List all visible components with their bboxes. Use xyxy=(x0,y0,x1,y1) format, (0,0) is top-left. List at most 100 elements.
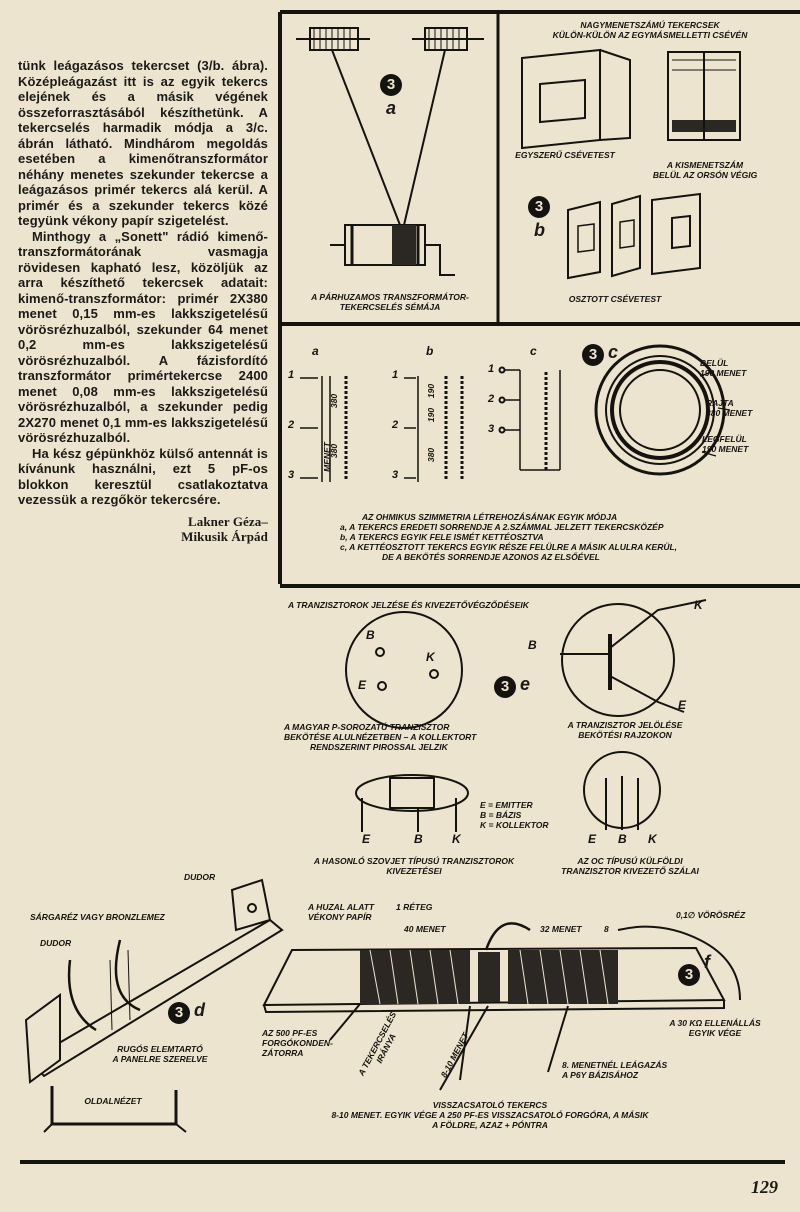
fig3e-symbol-caption: A TRANZISZTOR JELÖLÉSE BEKÖTÉSI RAJZOKON xyxy=(550,720,700,740)
fig3a-number: 3 xyxy=(380,74,402,96)
fig3e-symbol-k: K xyxy=(694,598,703,612)
fig3c-caption-line-3: b, A TEKERCS EGYIK FELE ISMÉT KETTÉOSZTV… xyxy=(340,532,544,542)
fig3e-hungarian: A MAGYAR P-SOROZATÚ TRANZISZTOR BEKÖTÉSE… xyxy=(284,722,476,752)
fig3a-letter: a xyxy=(386,98,397,118)
fig3f-resistor-line-1: A 30 KΩ ELLENÁLLÁS xyxy=(669,1018,761,1028)
fig3c-ring-middle-line-2: 380 MENET xyxy=(706,408,753,418)
fig3f-paper-line-1: A HUZAL ALATT xyxy=(308,902,375,912)
fig3c-col-b: b xyxy=(426,344,434,358)
fig3e-foreign-line-1: AZ OC TÍPUSÚ KÜLFÖLDI xyxy=(577,856,683,866)
fig3c-caption-line-1: AZ OHMIKUS SZIMMETRIA LÉTREHOZÁSÁNAK EGY… xyxy=(362,512,618,522)
page-number: 129 xyxy=(751,1177,778,1197)
fig3b-simple-label: EGYSZERŰ CSÉVETEST xyxy=(515,150,615,160)
fig3c-caption-line-2: a, A TEKERCS EREDETI SORRENDJE A 2.SZÁMM… xyxy=(340,522,664,532)
fig3e-symbol-b: B xyxy=(528,638,537,652)
fig3e-legend-collector: K = KOLLEKTOR xyxy=(480,820,549,830)
fig3c-number: 3 xyxy=(582,344,604,366)
fig3f-number: 3 xyxy=(678,964,700,986)
author-2: Mikusik Árpád xyxy=(181,529,268,544)
article-paragraph-2: Minthogy a „Sonett" rádió kimenő-transzf… xyxy=(18,228,268,446)
fig3e-foreign-line-2: TRANZISZTOR KIVEZETŐ SZÁLAI xyxy=(561,866,699,876)
fig3c-col-c: c xyxy=(530,344,537,358)
fig3e-hungarian-line-3: RENDSZERINT PIROSSAL JELZIK xyxy=(310,742,448,752)
fig3f-40-turns: 40 MENET xyxy=(404,924,446,934)
fig3e-legend-base: B = BÁZIS xyxy=(480,810,522,820)
fig3e-soviet-k: K xyxy=(452,832,461,846)
fig3e-soviet-e: E xyxy=(362,832,371,846)
fig3c-c-pin-1: 1 xyxy=(488,363,495,375)
fig3f-feedback: VISSZACSATOLÓ TEKERCS 8-10 MENET. EGYIK … xyxy=(270,1100,710,1130)
fig3c-a-pin-2: 2 xyxy=(288,419,295,431)
fig3c-ring-outer-line-2: 190 MENET xyxy=(702,444,749,454)
fig3f-tap-note-line-1: 8. MENETNÉL LEÁGAZÁS xyxy=(562,1060,668,1070)
fig3a-caption-line-2: TEKERCSELÉS SÉMÁJA xyxy=(339,302,441,312)
fig3c-c-pin-3: 3 xyxy=(488,423,495,435)
fig3e-hungarian-line-2: BEKÖTÉSE ALULNÉZETBEN – A KOLLEKTORT xyxy=(284,732,477,742)
fig3a-caption: A PÁRHUZAMOS TRANSZFORMÁTOR- TEKERCSELÉS… xyxy=(284,292,496,312)
fig3e-oc-k: K xyxy=(648,832,657,846)
article-column: tünk leágazásos tekercset (3/b. ábra). K… xyxy=(18,58,268,545)
fig3f-tap-8: 8 xyxy=(604,924,609,934)
fig3e-symbol-line-2: BEKÖTÉSI RAJZOKON xyxy=(578,730,672,740)
fig3f-tap-note-line-2: A P6Y BÁZISÁHOZ xyxy=(562,1070,639,1080)
fig3e-pin-b: B xyxy=(366,628,375,642)
fig3b-small-line-2: BELÜL AZ ORSÓN VÉGIG xyxy=(652,170,758,180)
fig3e-soviet-caption: A HASONLÓ SZOVJET TÍPUSÚ TRANZISZTOROK K… xyxy=(284,856,544,876)
fig3f-cap-500: AZ 500 PF-ES FORGÓKONDEN- ZÁTORRA xyxy=(262,1028,333,1058)
fig3f-wire: 0,1∅ VÖRÖSRÉZ xyxy=(676,910,746,920)
fig3e-legend: E = EMITTER B = BÁZIS K = KOLLEKTOR xyxy=(480,800,549,830)
fig3f-feedback-line-3: A FÖLDRE, AZAZ + PÓNTRA xyxy=(432,1120,548,1130)
fig3f-paper: A HUZAL ALATT VÉKONY PAPÍR xyxy=(308,902,374,922)
fig3d-side: OLDALNÉZET xyxy=(84,1096,142,1106)
article-paragraph-3: Ha kész gépünkhöz külső antennát is kívá… xyxy=(18,445,268,508)
fig3e-hungarian-line-1: A MAGYAR P-SOROZATÚ TRANZISZTOR xyxy=(284,722,450,732)
fig3b-small-line-1: A KISMENETSZÁM xyxy=(666,160,744,170)
fig3f-resistor: A 30 KΩ ELLENÁLLÁS EGYIK VÉGE xyxy=(650,1018,780,1038)
fig3e-soviet-line-2: KIVEZETÉSEI xyxy=(386,866,442,876)
fig3f-cap-500-line-2: FORGÓKONDEN- xyxy=(262,1038,333,1048)
fig3f-cap-500-line-3: ZÁTORRA xyxy=(262,1048,304,1058)
fig3d-brass: SÁRGARÉZ VAGY BRONZLEMEZ xyxy=(30,912,165,922)
fig3c-ring-inner-line-1: BELÜL xyxy=(700,358,729,368)
fig3c-b-pin-1: 1 xyxy=(392,369,399,381)
fig3f-cap-500-line-1: AZ 500 PF-ES xyxy=(262,1028,318,1038)
fig3c-ring-middle: RAJTA 380 MENET xyxy=(706,398,752,418)
fig3c-turns-b1: 190 xyxy=(426,383,437,399)
fig3b-divided-label: OSZTOTT CSÉVETEST xyxy=(568,294,662,304)
fig3e-title: A TRANZISZTOROK JELZÉSE ÉS KIVEZETŐVÉGZŐ… xyxy=(288,600,529,610)
fig3d-dudor-top: DUDOR xyxy=(184,872,216,882)
fig3e-pin-e: E xyxy=(358,678,367,692)
fig3b-letter: b xyxy=(534,220,545,240)
fig3c-ring-outer: LEGFELÜL 190 MENET xyxy=(702,434,748,454)
fig3c-turns-b2: 190 xyxy=(426,407,437,423)
fig3e-letter: e xyxy=(520,674,531,694)
fig3d-dudor-left: DUDOR xyxy=(40,938,72,948)
fig3d-holder: RUGÓS ELEMTARTÓ A PANELRE SZERELVE xyxy=(90,1044,230,1064)
article-authors: Lakner Géza– Mikusik Árpád xyxy=(18,514,268,545)
fig3c-b-pin-3: 3 xyxy=(392,469,399,481)
fig3e-foreign-caption: AZ OC TÍPUSÚ KÜLFÖLDI TRANZISZTOR KIVEZE… xyxy=(540,856,720,876)
fig3c-a-pin-3: 3 xyxy=(288,469,295,481)
fig3c-col-a: a xyxy=(312,344,319,358)
fig3e-soviet-b: B xyxy=(414,832,423,846)
fig3d-holder-line-2: A PANELRE SZERELVE xyxy=(112,1054,208,1064)
fig3c-b-pin-2: 2 xyxy=(392,419,399,431)
article-paragraph-1: tünk leágazásos tekercset (3/b. ábra). K… xyxy=(18,58,268,228)
fig3c-menet: MENET xyxy=(321,442,332,472)
fig3f-paper-line-2: VÉKONY PAPÍR xyxy=(308,912,372,922)
fig3d-holder-line-1: RUGÓS ELEMTARTÓ xyxy=(117,1044,203,1054)
fig3c-ring-outer-line-1: LEGFELÜL xyxy=(702,434,747,444)
fig3c-ring-middle-line-1: RAJTA xyxy=(706,398,734,408)
fig3b-top-note: NAGYMENETSZÁMÚ TEKERCSEK KÜLÖN-KÜLÖN AZ … xyxy=(510,20,790,40)
fig3e-pin-k: K xyxy=(426,650,435,664)
fig3c-c-pin-2: 2 xyxy=(488,393,495,405)
fig3f-resistor-line-2: EGYIK VÉGE xyxy=(688,1028,742,1038)
fig3f-layer: 1 RÉTEG xyxy=(396,902,433,912)
fig3b-top-note-line-2: KÜLÖN-KÜLÖN AZ EGYMÁSMELLETTI CSÉVÉN xyxy=(552,30,748,40)
fig3e-oc-b: B xyxy=(618,832,627,846)
fig3e-legend-emitter: E = EMITTER xyxy=(480,800,533,810)
fig3e-oc-e: E xyxy=(588,832,597,846)
fig3c-caption-line-4: c, A KETTÉOSZTOTT TEKERCS EGYIK RÉSZE FE… xyxy=(340,542,678,552)
fig3c-ring-inner: BELÜL 190 MENET xyxy=(700,358,746,378)
